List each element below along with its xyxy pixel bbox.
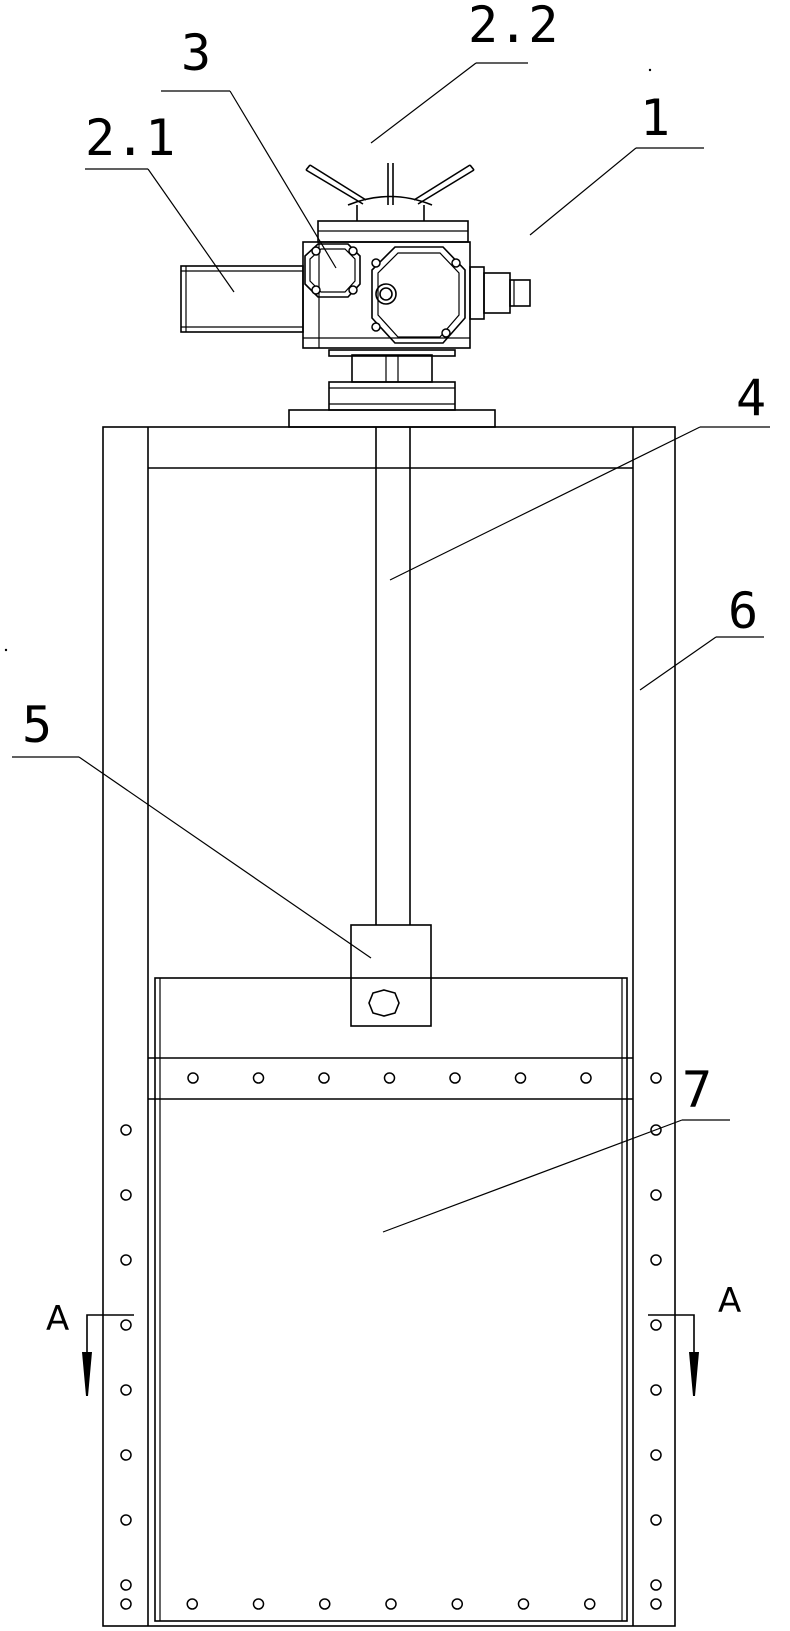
- label-handle: 2.1: [85, 109, 175, 167]
- label-handwheel: 2.2: [468, 0, 558, 54]
- gate-plate: [148, 977, 633, 1622]
- section-mark-right-label: A: [718, 1281, 741, 1321]
- stem: [375, 427, 411, 925]
- gate-bolt-hole: [187, 1072, 199, 1084]
- gate-bolt-hole: [514, 1072, 527, 1084]
- frame-bolt-hole-bottom: [319, 1598, 331, 1610]
- indicator-window: [304, 243, 361, 298]
- frame-bolt-hole-right: [650, 1319, 662, 1331]
- frame-bolt-hole-left: [120, 1514, 132, 1526]
- frame-bolt-hole-left: [120, 1579, 132, 1591]
- frame-bolt-hole-right: [650, 1449, 662, 1461]
- actuator: [180, 163, 531, 428]
- gate-bolt-hole: [580, 1072, 592, 1084]
- frame-bolt-hole-bottom: [517, 1598, 530, 1610]
- section-mark-left: A: [46, 1299, 134, 1396]
- frame-bolt-hole-left: [120, 1384, 132, 1396]
- frame-bolt-hole-bottom: [451, 1598, 463, 1610]
- frame-bolt-hole-right: [650, 1579, 662, 1591]
- frame-bolt-hole-bottom: [584, 1598, 596, 1610]
- frame-bolt-hole-right: [650, 1189, 662, 1201]
- label-frame: 6: [728, 582, 758, 640]
- frame-bolt-hole-left: [120, 1319, 132, 1331]
- frame-bolt-hole-right: [650, 1384, 662, 1396]
- frame-bolt-hole-left: [120, 1449, 132, 1461]
- bolt-holes: [120, 1072, 662, 1610]
- frame-bolt-hole-bottom: [650, 1598, 662, 1610]
- frame-bolt-hole-left: [120, 1124, 132, 1136]
- frame-bolt-hole-left: [120, 1189, 132, 1201]
- label-indicator: 3: [181, 24, 211, 82]
- frame-bolt-hole-right: [650, 1514, 662, 1526]
- label-gate-plate: 7: [682, 1061, 712, 1119]
- section-mark-left-label: A: [46, 1299, 69, 1339]
- gate-bolt-hole: [449, 1072, 461, 1084]
- frame-bolt-hole-bottom: [385, 1598, 397, 1610]
- label-actuator: 1: [640, 89, 670, 147]
- gate-bolt-hole: [252, 1072, 265, 1084]
- frame-bolt-hole-bottom: [186, 1598, 198, 1610]
- gate-bolt-hole: [318, 1072, 330, 1084]
- gear-cover: [371, 246, 466, 344]
- label-connector: 5: [22, 696, 52, 754]
- gate-bolt-hole: [383, 1072, 396, 1084]
- frame-bolt-hole-right: [650, 1072, 662, 1084]
- frame-bolt-hole-bottom: [252, 1598, 265, 1610]
- connector-block: [350, 924, 432, 1027]
- leader-lines: [12, 62, 770, 1233]
- label-stem: 4: [736, 369, 766, 427]
- frame-bolt-hole-bottom: [120, 1598, 132, 1610]
- frame-bolt-hole-left: [120, 1254, 132, 1266]
- section-mark-right: A: [648, 1281, 741, 1396]
- frame-bolt-hole-right: [650, 1254, 662, 1266]
